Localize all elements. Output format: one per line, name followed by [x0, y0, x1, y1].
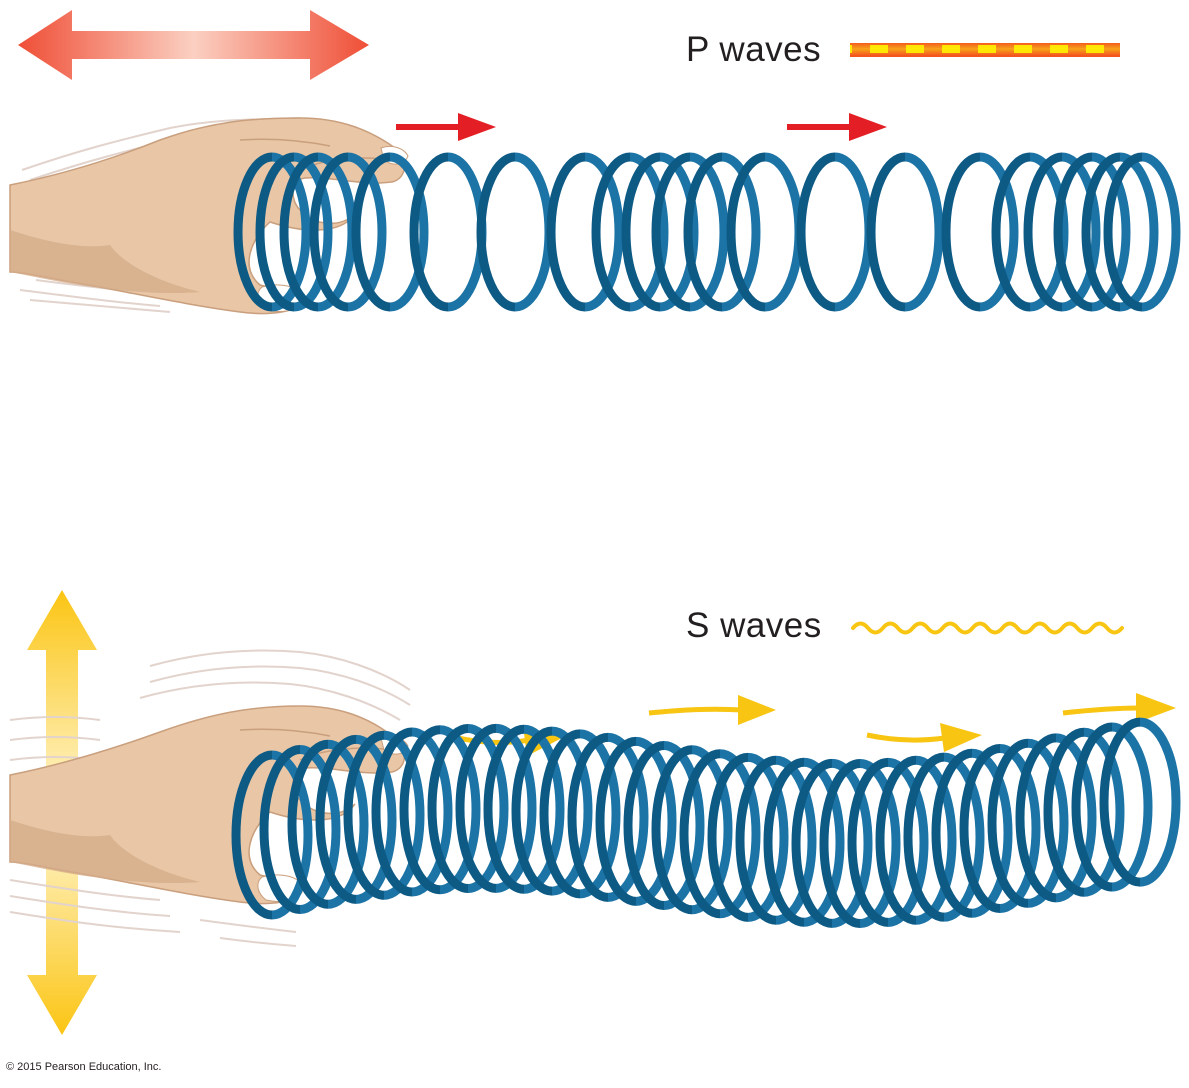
- s-spring-coil-back: [511, 726, 553, 896]
- s-wave-legend-line: [851, 621, 1124, 635]
- p-spring-coil-back: [726, 152, 766, 312]
- s-spring-coil-back: [651, 745, 693, 915]
- p-wave-panel: [9, 10, 1181, 315]
- p-spring-coil-back: [621, 152, 661, 312]
- s-spring-coil-back: [315, 734, 357, 904]
- s-spring-coil-back: [931, 748, 973, 918]
- p-spring-coil-front: [347, 152, 387, 312]
- s-propagation-arrow-4: [1062, 693, 1176, 723]
- p-waves-label: P waves: [686, 30, 822, 69]
- s-spring-coil-back: [623, 741, 665, 911]
- p-spring-coil-front: [1141, 152, 1181, 312]
- p-spring-coil-front: [389, 152, 429, 312]
- p-propagation-arrow-2: [787, 113, 887, 141]
- p-spring-coil-back: [651, 152, 691, 312]
- s-spring-coil-back: [595, 736, 637, 906]
- p-spring-coil-back: [1023, 152, 1063, 312]
- s-spring-coil-back: [1071, 722, 1113, 892]
- s-spring-coil-back: [483, 724, 525, 894]
- p-spring-coil-back: [591, 152, 631, 312]
- s-spring-coil-front: [1139, 717, 1181, 887]
- s-spring-coil-back: [791, 758, 833, 928]
- p-spring-coil-back: [991, 152, 1031, 312]
- s-spring-coil-back: [567, 732, 609, 902]
- p-spring-coil-back: [255, 152, 295, 312]
- s-spring-coil-back: [679, 749, 721, 919]
- p-spring-coil-back: [409, 152, 449, 312]
- p-spring-coil-front: [764, 152, 804, 312]
- s-waves-label: S waves: [686, 606, 822, 645]
- s-wave-panel: [9, 590, 1181, 1035]
- p-propagation-arrow-1: [396, 113, 496, 141]
- p-spring-coil-front: [1119, 152, 1159, 312]
- p-spring-coil-front: [834, 152, 874, 312]
- s-spring-coil-back: [1099, 717, 1141, 887]
- s-spring-coil-back: [427, 723, 469, 893]
- s-spring-coil-back: [343, 730, 385, 900]
- double-horizontal-arrow-icon: [18, 10, 369, 80]
- p-spring-coil-front: [271, 152, 311, 312]
- s-spring-coil-back: [1015, 733, 1057, 903]
- s-spring-coil-back: [987, 738, 1029, 908]
- p-spring-coil-front: [904, 152, 944, 312]
- s-spring-coil-back: [259, 744, 301, 914]
- s-spring-coil-back: [455, 723, 497, 893]
- p-spring-coil-back: [1103, 152, 1143, 312]
- s-spring-coil-back: [371, 727, 413, 897]
- s-spring-coil-back: [287, 739, 329, 909]
- p-spring-coil-back: [866, 152, 906, 312]
- p-spring-coil-back: [279, 152, 319, 312]
- p-spring-coil-back: [309, 152, 349, 312]
- s-spring-coil-back: [847, 757, 889, 927]
- s-spring-coil-back: [707, 752, 749, 922]
- s-spring-coil-back: [231, 750, 273, 920]
- s-wave-spring: [231, 717, 1181, 928]
- s-propagation-arrow-2: [648, 695, 776, 725]
- p-spring-coil-back: [1053, 152, 1093, 312]
- p-wave-legend-bar: [850, 43, 1120, 57]
- s-spring-coil-back: [959, 744, 1001, 914]
- p-spring-coil-back: [233, 152, 273, 312]
- copyright-notice: © 2015 Pearson Education, Inc.: [6, 1061, 162, 1073]
- p-spring-coil-front: [721, 152, 761, 312]
- p-spring-coil-front: [584, 152, 624, 312]
- p-spring-coil-back: [683, 152, 723, 312]
- p-spring-coil-back: [941, 152, 981, 312]
- s-spring-coil-back: [735, 755, 777, 925]
- s-spring-coil-back: [539, 729, 581, 899]
- p-wave-spring: [233, 152, 1181, 312]
- s-propagation-arrow-3: [866, 723, 982, 752]
- s-spring-coil-back: [819, 758, 861, 928]
- s-spring-coil-back: [875, 755, 917, 925]
- s-spring-coil-back: [399, 725, 441, 895]
- s-spring-coil-back: [1043, 727, 1085, 897]
- p-spring-coil-back: [1081, 152, 1121, 312]
- p-spring-coil-back: [476, 152, 516, 312]
- p-spring-coil-front: [979, 152, 1019, 312]
- p-spring-coil-front: [514, 152, 554, 312]
- s-spring-coil-back: [763, 757, 805, 927]
- p-spring-coil-back: [546, 152, 586, 312]
- p-spring-coil-back: [796, 152, 836, 312]
- s-spring-coil-back: [903, 752, 945, 922]
- p-spring-coil-back: [351, 152, 391, 312]
